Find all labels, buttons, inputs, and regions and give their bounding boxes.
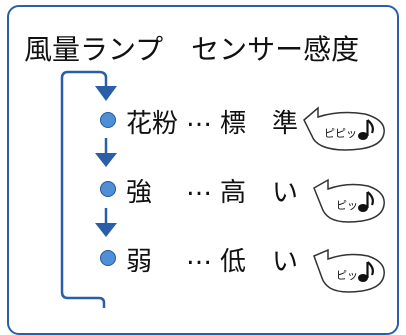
sound-label: ピッ bbox=[336, 269, 358, 282]
sound-bubble: ピピッ bbox=[303, 106, 385, 151]
eighth-note-icon bbox=[358, 119, 374, 140]
leader-dots: … bbox=[186, 103, 212, 133]
sensitivity-level: 標 準 bbox=[220, 109, 299, 139]
arrow-down-icon bbox=[95, 86, 117, 101]
cycle-loop-line bbox=[60, 70, 108, 308]
eighth-note-icon bbox=[358, 261, 374, 282]
eighth-note-icon bbox=[358, 191, 374, 212]
leader-dots: … bbox=[186, 241, 212, 271]
sound-bubble: ピッ bbox=[313, 248, 385, 293]
sensitivity-level: 高 い bbox=[220, 178, 299, 208]
level-name: 強 bbox=[126, 178, 153, 208]
arrow-down-icon bbox=[95, 153, 117, 167]
sound-label: ピッ bbox=[336, 199, 358, 212]
indicator-lamp-dot bbox=[100, 181, 116, 197]
indicator-lamp-dot bbox=[100, 112, 116, 128]
arrow-down-icon bbox=[95, 223, 117, 237]
sound-label: ピピッ bbox=[324, 127, 357, 140]
sound-bubble: ピッ bbox=[313, 178, 385, 223]
level-name: 花粉 bbox=[126, 109, 179, 139]
panel-title: 風量ランプ センサー感度 bbox=[24, 33, 360, 66]
indicator-lamp-dot bbox=[100, 250, 116, 266]
level-name: 弱 bbox=[126, 247, 153, 277]
sensitivity-level: 低 い bbox=[220, 247, 299, 277]
leader-dots: … bbox=[186, 172, 212, 202]
cycle-arrows-diagram: ピピッ ピッ ピッ bbox=[60, 70, 385, 308]
